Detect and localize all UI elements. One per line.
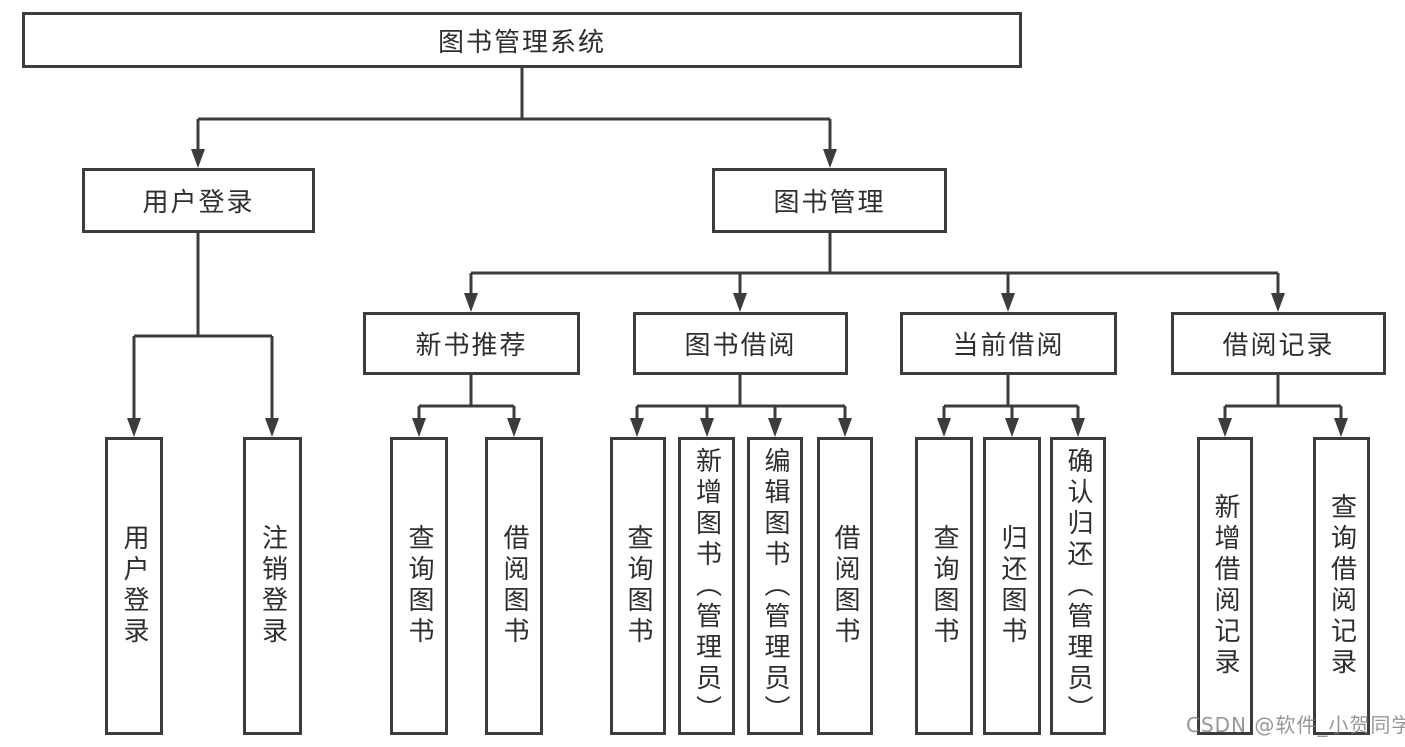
arrowhead-icon	[412, 418, 426, 437]
edge-current-borrow-tree	[942, 375, 1080, 419]
arrowhead-icon	[127, 418, 141, 437]
arrowhead-icon	[1005, 418, 1019, 437]
node-label: 图书管理系统	[437, 27, 606, 58]
node-label: 用户登录	[142, 188, 255, 218]
node-borrowing-records: 借阅记录	[1171, 312, 1386, 375]
edge-book-mgmt-tree	[469, 233, 1280, 294]
arrowhead-icon	[937, 418, 951, 437]
node-book-management: 图书管理	[712, 168, 947, 233]
leaf-borrow-books: 借阅图书	[817, 437, 873, 735]
node-label: 用户登录	[119, 524, 149, 648]
node-label: 当前借阅	[952, 331, 1065, 361]
arrowhead-icon	[464, 293, 478, 312]
node-book-borrowing: 图书借阅	[633, 312, 848, 375]
node-label: 查询图书	[404, 524, 434, 648]
leaf-return-books: 归还图书	[983, 437, 1041, 735]
leaf-query-books-current: 查询图书	[915, 437, 973, 735]
arrowhead-icon	[838, 418, 852, 437]
watermark: CSDN @软件_小贺同学	[1186, 713, 1405, 737]
node-label: 借阅图书	[499, 524, 529, 648]
arrowhead-icon	[1071, 418, 1085, 437]
arrowhead-icon	[191, 149, 205, 168]
leaf-query-books-borrowing: 查询图书	[610, 437, 666, 735]
edge-root-tree	[196, 68, 832, 150]
node-label: 归还图书	[997, 524, 1027, 648]
edge-borrow-record-tree	[1223, 375, 1343, 419]
node-library-management-system: 图书管理系统	[22, 12, 1022, 68]
arrowhead-icon	[733, 293, 747, 312]
node-user-login: 用户登录	[82, 168, 315, 233]
node-label: 图书借阅	[684, 331, 797, 361]
leaf-borrow-books-recommend: 借阅图书	[485, 437, 543, 735]
leaf-confirm-return-admin: 确认归还（管理员）	[1050, 437, 1106, 735]
leaf-logout: 注销登录	[243, 437, 302, 735]
arrowhead-icon	[1271, 293, 1285, 312]
leaf-user-login: 用户登录	[105, 437, 163, 735]
edge-book-borrow-tree	[635, 375, 847, 419]
leaf-query-books-recommend: 查询图书	[390, 437, 448, 735]
arrowhead-icon	[700, 418, 714, 437]
node-label: 借阅图书	[830, 524, 860, 648]
edge-new-book-rec-tree	[417, 375, 516, 419]
leaf-edit-books-admin: 编辑图书（管理员）	[747, 437, 803, 735]
arrowhead-icon	[1001, 293, 1015, 312]
arrowhead-icon	[768, 418, 782, 437]
arrowhead-icon	[823, 149, 837, 168]
node-label: 注销登录	[257, 524, 288, 648]
node-label: 查询借阅记录	[1326, 493, 1357, 679]
node-current-borrowing: 当前借阅	[900, 312, 1117, 375]
node-label: 新书推荐	[415, 331, 528, 361]
leaf-add-borrow-record: 新增借阅记录	[1197, 437, 1253, 735]
arrowhead-icon	[265, 418, 279, 437]
node-label: 确认归还（管理员）	[1063, 446, 1093, 726]
node-label: 借阅记录	[1222, 331, 1335, 361]
leaf-query-borrow-record: 查询借阅记录	[1313, 437, 1370, 735]
arrowhead-icon	[1218, 418, 1232, 437]
arrowhead-icon	[630, 418, 644, 437]
node-label: 查询图书	[623, 524, 653, 648]
arrowhead-icon	[1334, 418, 1348, 437]
node-new-book-recommendation: 新书推荐	[363, 312, 580, 375]
node-label: 查询图书	[929, 524, 959, 648]
node-label: 编辑图书（管理员）	[760, 446, 790, 726]
node-label: 新增图书（管理员）	[691, 446, 722, 726]
leaf-add-books-admin: 新增图书（管理员）	[678, 437, 735, 735]
arrowhead-icon	[507, 418, 521, 437]
node-label: 图书管理	[773, 188, 886, 218]
edge-user-login-tree	[132, 233, 274, 419]
node-label: 新增借阅记录	[1210, 493, 1240, 679]
